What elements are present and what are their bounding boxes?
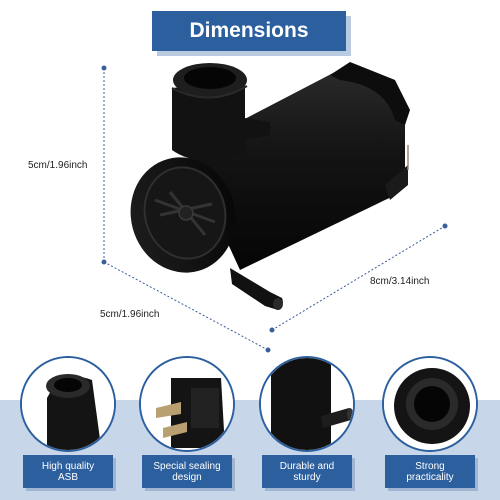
feature-text: Durable and sturdy xyxy=(279,460,335,483)
dim-endpoint xyxy=(265,347,271,353)
title-banner: Dimensions xyxy=(152,11,346,51)
width-line xyxy=(103,261,269,351)
feature-label-sealing: Special sealing design xyxy=(142,455,232,488)
feature-label-durable: Durable and sturdy xyxy=(262,455,352,488)
length-line xyxy=(271,225,446,331)
dim-endpoint xyxy=(269,327,275,333)
feature-text: Strong practicality xyxy=(406,460,454,483)
nozzle-closeup-image xyxy=(259,356,355,452)
inlet-port-closeup-image xyxy=(382,356,478,452)
width-label: 5cm/1.96inch xyxy=(100,309,160,320)
pump-outlet-closeup-image xyxy=(20,356,116,452)
electrical-connector-closeup-image xyxy=(139,356,235,452)
title-text: Dimensions xyxy=(189,19,309,42)
dim-endpoint xyxy=(101,65,107,71)
dim-endpoint xyxy=(442,223,448,229)
feature-text: High quality ASB xyxy=(41,460,95,483)
length-label: 8cm/3.14inch xyxy=(370,276,430,287)
height-label: 5cm/1.96inch xyxy=(28,160,88,171)
feature-text: Special sealing design xyxy=(153,460,221,483)
dim-endpoint xyxy=(101,259,107,265)
feature-label-quality: High quality ASB xyxy=(23,455,113,488)
feature-label-practicality: Strong practicality xyxy=(385,455,475,488)
